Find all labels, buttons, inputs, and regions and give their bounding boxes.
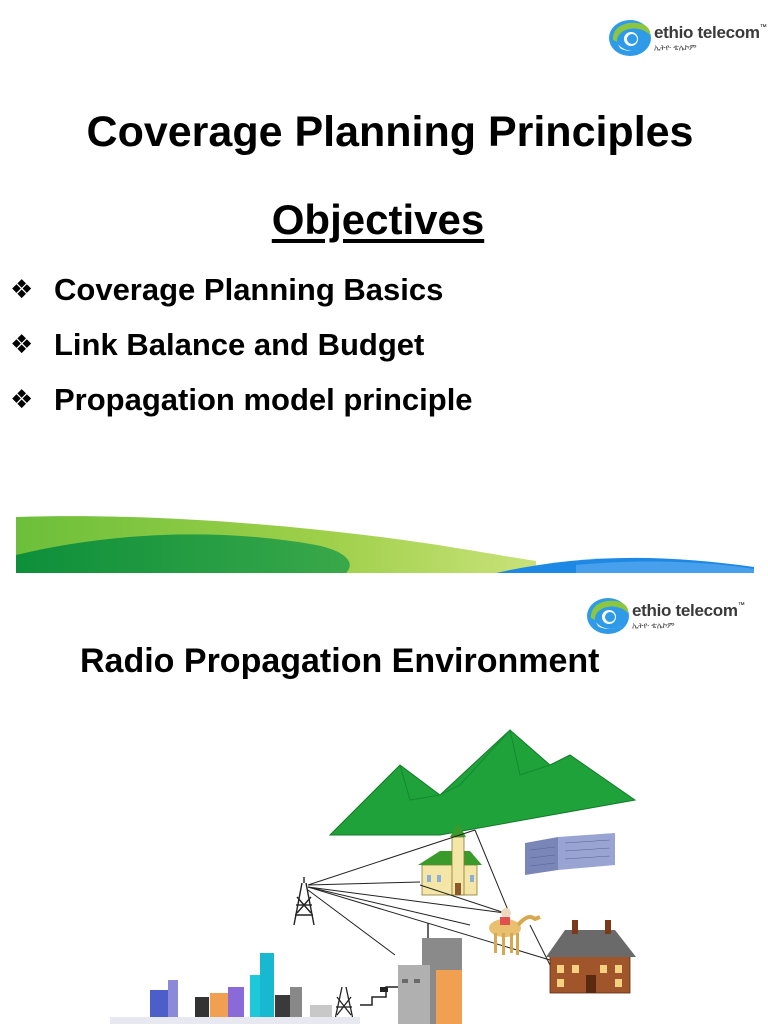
mountain-icon (328, 729, 637, 836)
camel-rider-icon (489, 908, 541, 955)
slide-2: ethio telecom™ ኢትዮ ቴሌኮም (0, 588, 768, 1024)
diamond-bullet-icon: ❖ (10, 384, 34, 414)
city-skyline-icon (360, 923, 462, 1024)
logo-amharic-text: ኢትዮ ቴሌኮም (654, 43, 697, 52)
logo-brand-text: ethio telecom (654, 23, 760, 42)
ethio-telecom-logo: ethio telecom™ ኢትዮ ቴሌኮም (586, 596, 745, 636)
ethio-telecom-swirl-icon (587, 598, 629, 634)
bullet-text: Propagation model principle (54, 381, 473, 417)
signal-paths (307, 829, 551, 966)
diamond-bullet-icon: ❖ (10, 274, 34, 304)
logo-trademark: ™ (737, 602, 745, 609)
propagation-illustration (110, 728, 637, 1024)
logo-trademark: ™ (759, 24, 767, 31)
slide-2-title: Radio Propagation Environment (80, 642, 600, 680)
decorative-wave-footer (16, 516, 754, 573)
objectives-list: ❖ Coverage Planning Basics ❖ Link Balanc… (10, 262, 473, 427)
diamond-bullet-icon: ❖ (10, 329, 34, 359)
logo-brand-text: ethio telecom (632, 601, 738, 620)
logo-amharic-text: ኢትዮ ቴሌኮም (632, 621, 675, 630)
mountain-ridge (399, 728, 551, 801)
list-item: ❖ Propagation model principle (10, 372, 473, 427)
objectives-heading: Objectives (271, 196, 485, 243)
house-icon (546, 920, 636, 994)
ethio-telecom-swirl-icon (609, 20, 651, 56)
slide-title: Coverage Planning Principles (86, 108, 694, 156)
bullet-text: Link Balance and Budget (54, 326, 425, 362)
city-skyline-icon (110, 953, 360, 1024)
list-item: ❖ Coverage Planning Basics (10, 262, 473, 317)
bullet-text: Coverage Planning Basics (54, 271, 444, 307)
list-item: ❖ Link Balance and Budget (10, 317, 473, 372)
slide-1: ethio telecom™ ኢትዮ ቴሌኮም Coverage Plannin… (10, 18, 767, 573)
radio-tower-icon (293, 877, 315, 926)
ethio-telecom-logo: ethio telecom™ ኢትዮ ቴሌኮም (608, 18, 767, 58)
office-building-icon (525, 833, 615, 875)
church-icon (418, 823, 482, 896)
